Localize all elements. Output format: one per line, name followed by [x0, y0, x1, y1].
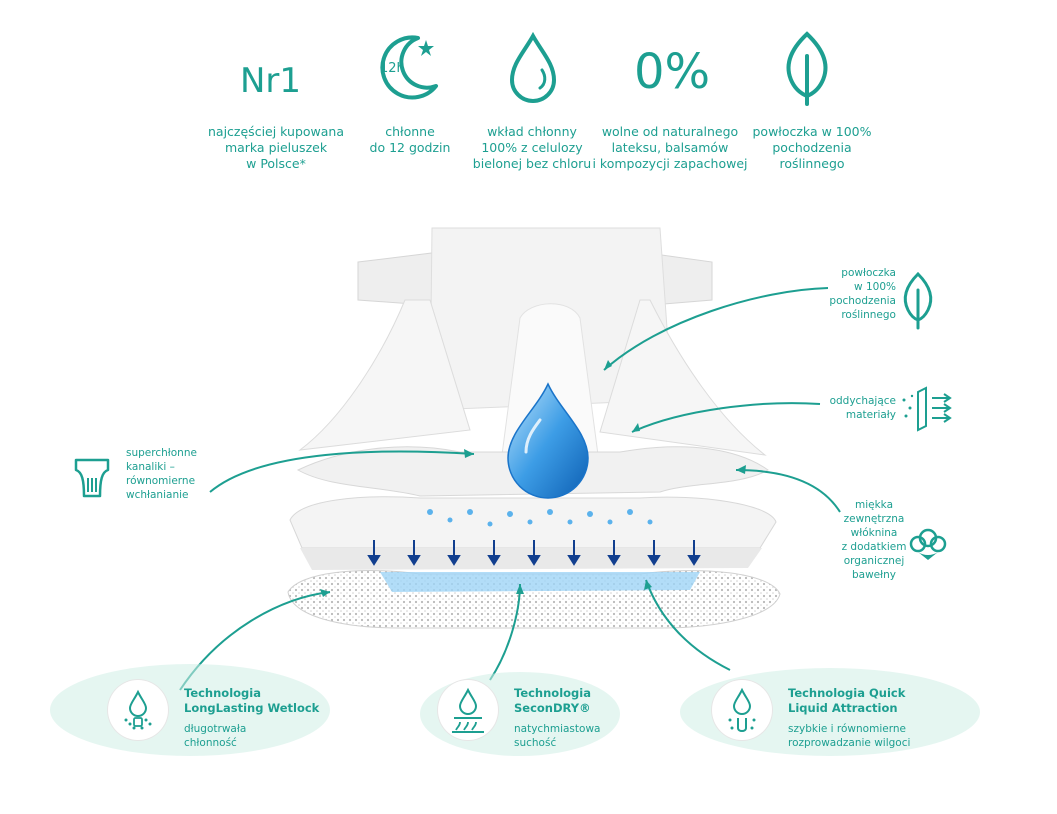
tech-wetlock-desc: długotrwała chłonność: [184, 723, 247, 749]
leaf-icon: [762, 28, 852, 108]
feature-text-cellulose: wkład chłonny 100% z celulozy bielonej b…: [472, 124, 592, 171]
nr1-icon: Nr1: [226, 28, 316, 108]
callout-breathable: oddychające materiały: [829, 395, 896, 421]
diaper-icon: [72, 456, 112, 504]
nr1-headline: Nr1: [240, 61, 301, 101]
feature-text-12h: chłonne do 12 godzin: [369, 124, 451, 155]
secondry-icon: [452, 687, 484, 733]
wetlock-icon: [124, 689, 152, 730]
moon-12h-icon: 12h: [366, 28, 456, 108]
callout-plant-coating: powłoczka w 100% pochodzenia roślinnego: [829, 267, 896, 321]
tech-secondry-badge: [438, 680, 498, 740]
water-drop-icon: [488, 28, 578, 108]
tech-secondry-desc: natychmiastowa suchość: [514, 723, 601, 749]
tech-wetlock-badge: [108, 680, 168, 740]
tech-secondry-title: Technologia SeconDRY®: [514, 686, 591, 715]
callout-channels: superchłonne kanaliki – równomierne wchł…: [126, 447, 197, 501]
feature-text-nr1: najczęściej kupowana marka pieluszek w P…: [208, 124, 344, 171]
callout-soft-outer: miękka zewnętrzna włóknina z dodatkiem o…: [841, 499, 907, 581]
breathable-arrows-icon: [900, 386, 960, 434]
feature-text-plant-coating: powłoczka w 100% pochodzenia roślinnego: [752, 124, 872, 171]
tech-quick-liquid-desc: szybkie i równomierne rozprowadzanie wil…: [788, 723, 911, 749]
quick-liquid-icon: [728, 687, 756, 732]
zero-headline: 0%: [634, 44, 710, 100]
tech-quick-liquid-title: Technologia Quick Liquid Attraction: [788, 686, 906, 715]
moon-badge: 12h: [380, 61, 405, 76]
tech-wetlock-title: Technologia LongLasting Wetlock: [184, 686, 320, 715]
feature-text-latex-free: wolne od naturalnego lateksu, balsamów i…: [592, 124, 748, 171]
cotton-flower-icon: [906, 520, 950, 568]
leaf-icon: [898, 271, 938, 336]
tech-quick-liquid-badge: [712, 680, 772, 740]
zero-percent-icon: 0%: [624, 28, 714, 108]
